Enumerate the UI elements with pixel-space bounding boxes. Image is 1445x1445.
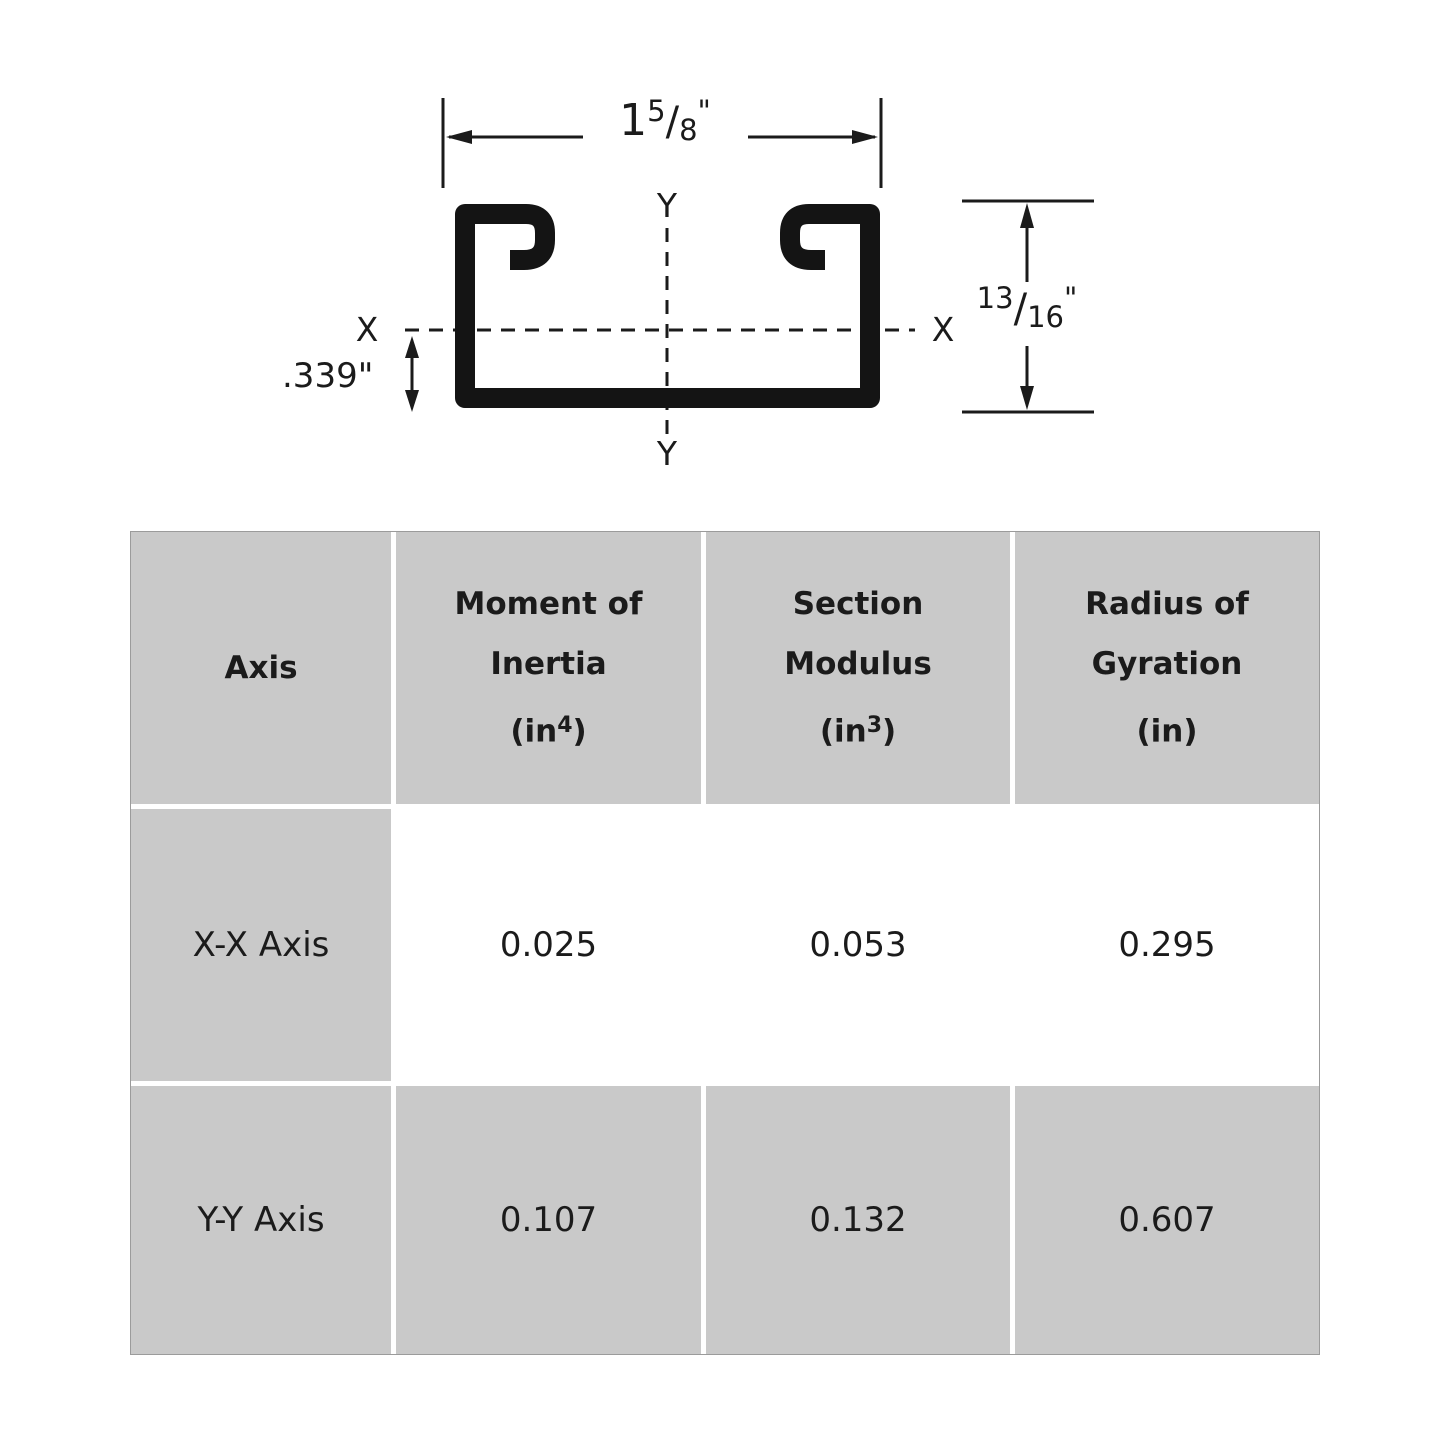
header-section-modulus: Section Modulus (in3) xyxy=(706,532,1010,804)
offset-dimension-label: .339" xyxy=(282,356,374,396)
header-radius-of-gyration: Radius of Gyration (in) xyxy=(1015,532,1319,804)
channel-cross-section-diagram xyxy=(405,98,1094,442)
x-axis-label-right: X xyxy=(931,310,955,349)
height-denominator: 16 xyxy=(1027,300,1064,334)
header-unit: (in4) xyxy=(510,694,586,761)
unit-sup: 4 xyxy=(557,713,573,739)
unit-sup: 3 xyxy=(866,713,882,739)
height-unit: " xyxy=(1063,281,1078,315)
row-xx-moment-of-inertia: 0.025 xyxy=(396,809,701,1081)
unit-pre: (in xyxy=(510,713,558,750)
unit-pre: (in) xyxy=(1136,713,1198,750)
height-dimension-label: 13/16" xyxy=(952,281,1102,334)
header-line: Moment of xyxy=(454,586,643,623)
height-arrow-up-icon xyxy=(1020,203,1034,228)
row-yy-moment-of-inertia: 0.107 xyxy=(396,1086,701,1354)
header-line: Section xyxy=(792,586,924,623)
header-axis: Axis xyxy=(131,532,391,804)
unit-pre: (in xyxy=(819,713,867,750)
row-xx-radius-of-gyration: 0.295 xyxy=(1015,809,1319,1081)
x-axis-label-left: X xyxy=(355,310,379,349)
header-line: Gyration xyxy=(1091,646,1243,683)
unit-post: ) xyxy=(882,713,897,750)
offset-arrow-up-icon xyxy=(405,336,419,358)
row-yy-axis-label: Y-Y Axis xyxy=(131,1086,391,1354)
row-xx-axis-label: X-X Axis xyxy=(131,809,391,1081)
width-slash: / xyxy=(665,99,680,145)
header-unit: (in3) xyxy=(820,694,896,761)
offset-arrow-down-icon xyxy=(405,390,419,412)
width-numerator: 5 xyxy=(647,94,666,128)
header-line: Inertia xyxy=(490,646,607,683)
section-properties-table: Axis Moment of Inertia (in4) Section Mod… xyxy=(130,531,1320,1355)
unit-post: ) xyxy=(572,713,587,750)
header-line: Modulus xyxy=(784,646,932,683)
width-arrow-right-icon xyxy=(852,130,878,144)
row-yy-radius-of-gyration: 0.607 xyxy=(1015,1086,1319,1354)
header-unit: (in) xyxy=(1136,694,1197,761)
y-axis-label-top: Y xyxy=(656,186,678,225)
row-xx-section-modulus: 0.053 xyxy=(706,809,1010,1081)
width-unit: " xyxy=(697,94,711,128)
height-slash: / xyxy=(1013,286,1028,332)
width-whole: 1 xyxy=(619,95,648,146)
header-moment-of-inertia: Moment of Inertia (in4) xyxy=(396,532,701,804)
y-axis-label-bottom: Y xyxy=(656,434,678,473)
width-arrow-left-icon xyxy=(446,130,472,144)
height-numerator: 13 xyxy=(976,281,1014,315)
header-line: Radius of xyxy=(1085,586,1249,623)
width-denominator: 8 xyxy=(679,113,698,147)
row-yy-section-modulus: 0.132 xyxy=(706,1086,1010,1354)
height-arrow-down-icon xyxy=(1020,386,1034,410)
header-axis-label: Axis xyxy=(224,650,298,686)
channel-outline xyxy=(455,204,880,408)
width-dimension-label: 15/8" xyxy=(575,94,755,147)
